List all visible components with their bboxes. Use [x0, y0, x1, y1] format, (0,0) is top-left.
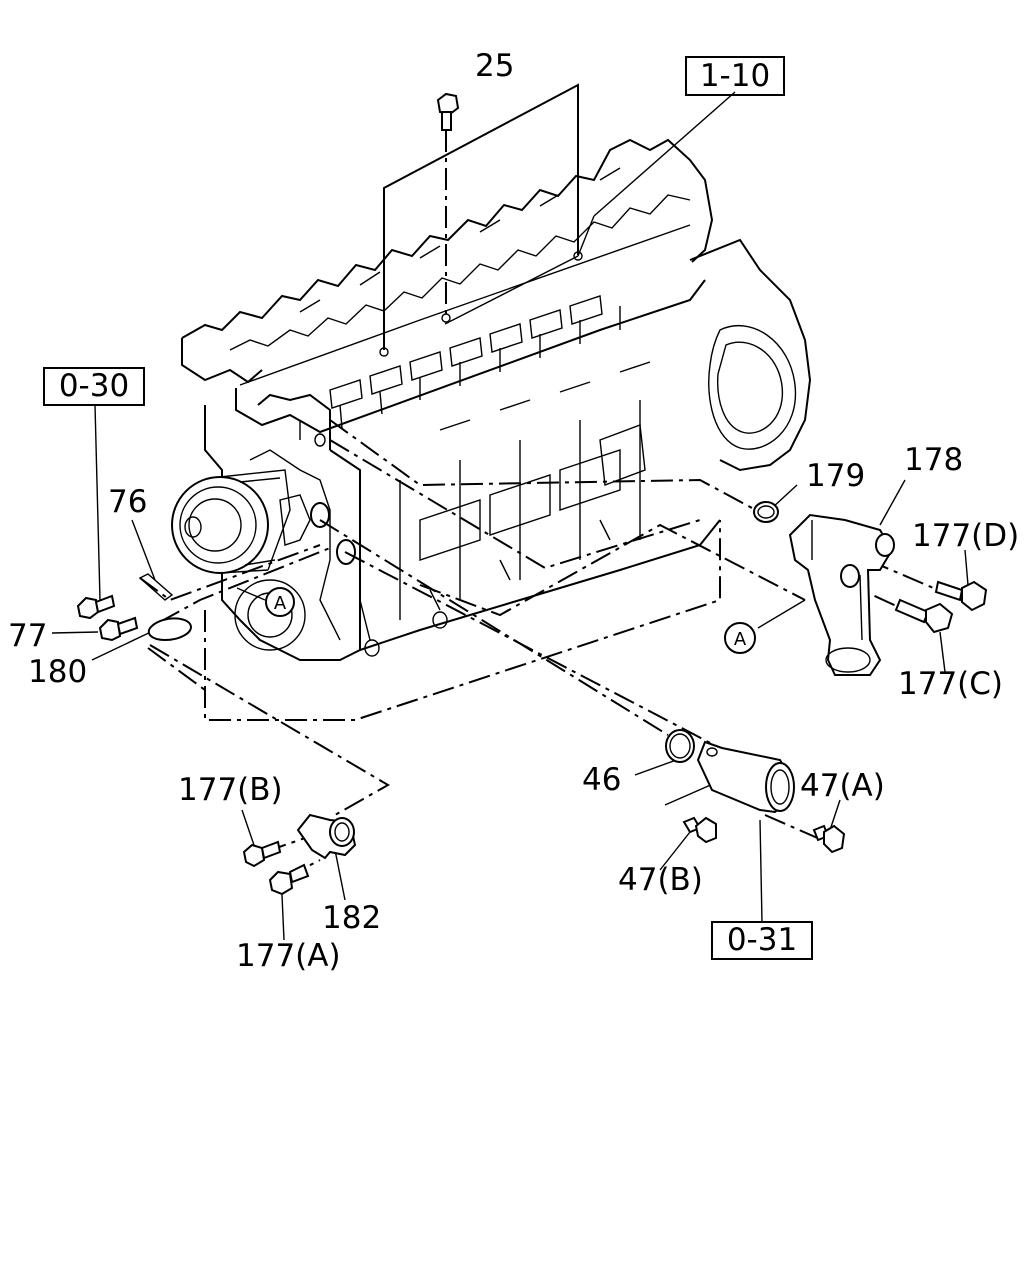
ref-box-1-10: 1-10: [685, 56, 785, 96]
part-177b-bolt: [242, 840, 282, 868]
ref-box-0-31-label: 0-31: [727, 922, 797, 958]
part-47b-bolt: [682, 816, 717, 844]
label-47b: 47(B): [618, 862, 703, 898]
label-177c: 177(C): [898, 666, 1003, 702]
ref-box-0-30: 0-30: [43, 367, 145, 406]
engine-block: [171, 138, 812, 721]
label-178: 178: [904, 442, 963, 478]
label-76: 76: [108, 484, 147, 520]
part-25-bolt: [436, 92, 460, 131]
leader-lines: [51, 83, 969, 941]
label-180: 180: [28, 654, 87, 690]
label-77: 77: [8, 618, 47, 654]
part-179-o-ring: [753, 501, 779, 523]
ref-box-0-30-label: 0-30: [59, 368, 129, 404]
ref-circle-a-right: A: [724, 622, 756, 654]
part-178-housing: [788, 513, 895, 676]
label-47a: 47(A): [800, 768, 885, 804]
ref-circle-a-left: A: [265, 587, 295, 617]
label-46: 46: [582, 762, 621, 798]
part-47a-bolt: [812, 824, 846, 854]
label-25: 25: [475, 48, 514, 84]
part-77-bolt: [98, 616, 139, 642]
label-177a: 177(A): [236, 938, 341, 974]
part-labels: 25 76 77 180 179 178 177(D) 177(C) 46 47…: [8, 48, 1019, 974]
part-177c-bolt: [894, 598, 954, 634]
part-76-bracket: [138, 573, 174, 601]
label-182: 182: [322, 900, 381, 936]
ref-box-1-10-label: 1-10: [700, 58, 770, 94]
part-177a-bolt: [268, 863, 310, 896]
ref-circle-a-right-label: A: [734, 629, 747, 650]
part-0-30-bolt: [76, 594, 116, 620]
part-0-31-pipe: [696, 740, 795, 814]
label-177d: 177(D): [912, 518, 1019, 554]
label-179: 179: [806, 458, 865, 494]
part-180-gasket: [147, 617, 192, 642]
part-46-o-ring: [665, 729, 695, 763]
part-177d-bolt: [934, 580, 988, 612]
ref-box-0-31: 0-31: [711, 921, 813, 960]
label-177b: 177(B): [178, 772, 283, 808]
ref-circle-a-left-label: A: [274, 593, 287, 614]
part-182-housing: [296, 813, 357, 860]
